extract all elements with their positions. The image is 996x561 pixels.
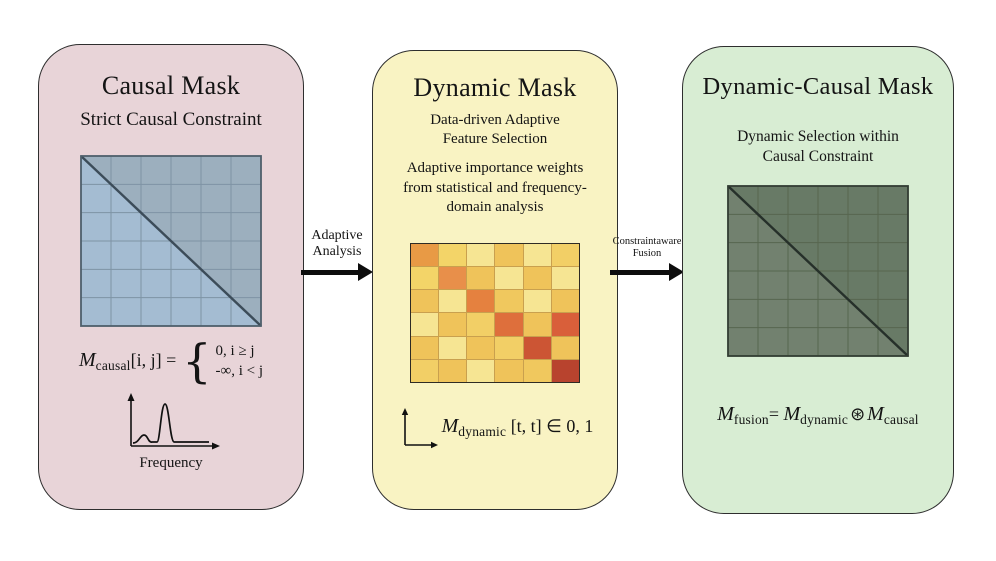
formula-case-bottom: -∞, i < j	[215, 362, 264, 379]
arrow-head	[669, 263, 684, 282]
heatmap-cell	[523, 313, 551, 336]
arrow-label-line2: Analysis	[312, 244, 362, 260]
heatmap-cell	[523, 243, 551, 267]
arrow-glyph	[610, 263, 684, 282]
causal-panel-subtitle: Strict Causal Constraint	[80, 109, 262, 130]
frequency-plot: Frequency	[39, 390, 303, 472]
dynamic-mask-panel: Dynamic Mask Data-driven Adaptive Featur…	[372, 50, 618, 510]
heatmap-cell	[411, 243, 439, 267]
heatmap-cell	[495, 267, 523, 290]
arrow-glyph	[301, 263, 373, 282]
frequency-plot-axes	[127, 393, 220, 450]
heatmap-cell	[523, 290, 551, 313]
formula-var: M	[78, 349, 96, 372]
arrow-label-line2: Fusion	[632, 248, 662, 260]
formula-rest: [t, t] ∈ 0, 1	[506, 416, 594, 437]
arrow-shaft	[301, 269, 358, 275]
formula-subscript: causal	[95, 358, 131, 374]
heatmap-cell	[551, 313, 579, 336]
heatmap-cell	[411, 290, 439, 313]
heatmap-cell	[411, 267, 439, 290]
fusion-formula-text: Mfusion= Mdynamic⊛Mcausal	[717, 403, 919, 428]
dynamic-panel-title: Dynamic Mask	[413, 73, 577, 102]
fusion-formula: Mfusion= Mdynamic⊛Mcausal	[683, 403, 953, 428]
heatmap-cell	[523, 267, 551, 290]
fusion-mask-matrix	[727, 184, 909, 357]
heatmap-cell	[495, 359, 523, 382]
formula-brace: {	[182, 334, 212, 388]
heatmap-cell	[551, 336, 579, 359]
fusion-panel-desc: Dynamic Selection within Causal Constrai…	[737, 128, 899, 165]
heatmap-cell	[439, 290, 467, 313]
heatmap-cell	[523, 359, 551, 382]
dynamic-panel-desc1: Data-driven Adaptive Feature Selection	[430, 112, 560, 148]
arrow-label-line1: Adaptive	[311, 228, 363, 243]
dynamic-causal-mask-panel: Dynamic-Causal Mask Dynamic Selection wi…	[682, 46, 954, 514]
heatmap-cell	[495, 290, 523, 313]
heatmap-cell	[551, 290, 579, 313]
constraint-aware-fusion-arrow: Constraintaware Fusion	[610, 236, 684, 282]
formula-equals: =	[768, 403, 784, 424]
heatmap-cell	[551, 267, 579, 290]
formula-var-fusion: M	[717, 402, 734, 425]
causal-mask-panel: Causal Mask Strict Causal Constraint Mca…	[38, 44, 304, 510]
causal-mask-matrix	[80, 155, 262, 327]
axes-icon	[401, 407, 438, 449]
heatmap-cell	[439, 267, 467, 290]
arrow-label: Adaptive Analysis	[301, 228, 373, 260]
heatmap-cell	[495, 313, 523, 336]
formula-subscript-fusion: fusion	[733, 411, 769, 427]
fusion-operator-icon: ⊛	[850, 403, 866, 424]
formula-subscript: dynamic	[458, 424, 507, 440]
frequency-label: Frequency	[139, 455, 203, 472]
adaptive-analysis-arrow: Adaptive Analysis	[301, 228, 373, 282]
heatmap-cell	[411, 336, 439, 359]
arrow-shaft	[610, 269, 669, 275]
heatmap-cell	[439, 359, 467, 382]
heatmap-cell	[551, 359, 579, 382]
heatmap-cell	[411, 313, 439, 336]
dynamic-mask-heatmap	[410, 242, 580, 383]
heatmap-cell	[467, 336, 495, 359]
causal-mask-formula: Mcausal[i, j] = { 0, i ≥ j -∞, i < j	[39, 334, 303, 388]
formula-cases: 0, i ≥ j -∞, i < j	[216, 342, 263, 381]
formula-subscript-causal: causal	[883, 411, 919, 427]
arrow-label: Constraintaware Fusion	[610, 236, 684, 260]
causal-panel-title: Causal Mask	[101, 71, 241, 100]
dynamic-formula-text: Mdynamic [t, t] ∈ 0, 1	[442, 415, 594, 440]
heatmap-cell	[467, 359, 495, 382]
heatmap-cell	[467, 267, 495, 290]
formula-case-top: 0, i ≥ j	[215, 343, 255, 360]
heatmap-cell	[411, 359, 439, 382]
formula-args: [i, j] =	[130, 350, 177, 371]
heatmap-cell	[467, 243, 495, 267]
heatmap-cell	[523, 336, 551, 359]
dynamic-mask-formula: Mdynamic [t, t] ∈ 0, 1	[373, 405, 617, 451]
heatmap-cell	[467, 313, 495, 336]
formula-var: M	[441, 415, 459, 438]
heatmap-cell	[439, 243, 467, 267]
heatmap-cell	[495, 243, 523, 267]
arrow-head	[358, 263, 373, 282]
formula-var-causal: M	[867, 402, 884, 425]
heatmap-cell	[551, 243, 579, 267]
fusion-panel-title: Dynamic-Causal Mask	[702, 73, 934, 100]
causal-formula-lhs: Mcausal[i, j] =	[79, 349, 176, 374]
heatmap-cell	[467, 290, 495, 313]
formula-var-dynamic: M	[783, 402, 801, 425]
arrow-label-line1: Constraintaware	[612, 236, 682, 247]
heatmap-cell	[439, 336, 467, 359]
formula-subscript-dynamic: dynamic	[800, 411, 849, 427]
dynamic-panel-desc2: Adaptive importance weights from statist…	[403, 160, 587, 215]
heatmap-cell	[439, 313, 467, 336]
heatmap-cell	[495, 336, 523, 359]
